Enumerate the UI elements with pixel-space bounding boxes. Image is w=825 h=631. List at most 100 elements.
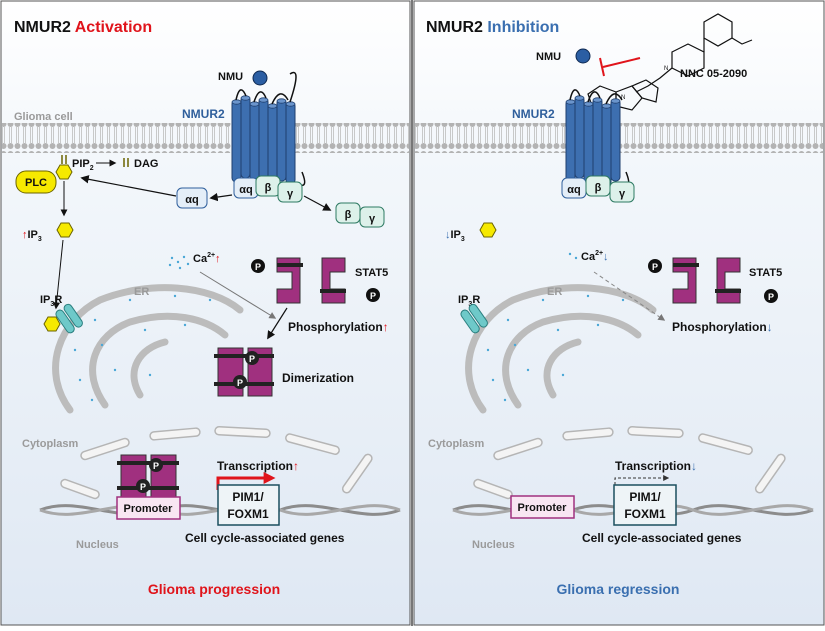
svg-text:β: β	[345, 209, 352, 221]
svg-text:P: P	[140, 482, 146, 492]
ip3r-label-right: IP3R	[458, 294, 480, 308]
ip3-bound-hexagon	[43, 316, 61, 332]
stat5-monomer-right-a	[672, 257, 699, 304]
phosphorylation-label-right: Phosphorylation↓	[672, 320, 773, 334]
arrow-ca-right	[593, 271, 666, 321]
svg-text:γ: γ	[287, 188, 294, 200]
phosphate-left-2-label: P	[370, 291, 376, 301]
er-calcium-dots-right	[486, 294, 625, 402]
er-right	[465, 284, 657, 414]
ip3r-channel-left	[55, 303, 83, 334]
gene-box-right	[613, 484, 677, 526]
dimerization-label: Dimerization	[282, 371, 354, 385]
svg-text:P: P	[153, 461, 159, 471]
nmu-ligand-right	[575, 48, 591, 64]
g-protein-complex-left: αq β γ	[233, 175, 303, 203]
stat5-dimer-on-dna: P P	[117, 454, 179, 501]
ip3-label-right: ↓IP3	[445, 229, 465, 243]
inhibition-bar	[599, 57, 605, 77]
svg-text:β: β	[265, 182, 272, 194]
arrow-bg-release	[303, 195, 332, 211]
gene-line1-left: PIM1/	[232, 490, 264, 504]
phosphorylation-label-left: Phosphorylation↑	[288, 320, 389, 334]
calcium-dots-right	[568, 252, 578, 260]
g-protein-complex-right: αq β γ	[561, 175, 635, 203]
nmu-label-right: NMU	[536, 51, 561, 63]
nucleus-label-right: Nucleus	[472, 539, 515, 551]
er-label-left: ER	[134, 286, 149, 298]
arrow-aq-release	[209, 192, 233, 202]
gene-box-left	[217, 484, 280, 526]
promoter-label-right: Promoter	[518, 502, 568, 514]
nnc-n-atom-2: N	[621, 95, 625, 101]
arrow-ip3-to-receptor	[53, 239, 64, 310]
phosphate-right-1	[648, 259, 662, 273]
dag-label: DAG	[134, 158, 158, 170]
svg-text:P: P	[237, 378, 243, 388]
ca-label-left: Ca2+↑	[193, 252, 221, 265]
stat5-label-right: STAT5	[749, 267, 782, 279]
stat5-dimer-left: P P	[214, 347, 274, 397]
ca-label-right: Ca2+↓	[581, 250, 609, 263]
inhibition-line	[602, 57, 641, 68]
nuclear-envelope-left	[60, 426, 373, 500]
svg-text:αq: αq	[567, 184, 580, 196]
arrow-aq-to-plc	[80, 175, 177, 197]
outcome-right: Glioma regression	[557, 581, 680, 597]
cytoplasm-label-right: Cytoplasm	[428, 438, 484, 450]
genes-label-right: Cell cycle-associated genes	[582, 531, 742, 545]
phosphate-left-1	[251, 259, 265, 273]
calcium-dots-left	[168, 255, 190, 270]
promoter-box-right	[510, 495, 575, 519]
er-label-right: ER	[547, 286, 562, 298]
nmu-ligand-left	[252, 70, 268, 86]
nnc-n-atom: N	[664, 66, 668, 72]
svg-text:αq: αq	[239, 184, 252, 196]
phosphate-right-2-label: P	[768, 292, 774, 302]
phosphate-left-1-label: P	[255, 262, 261, 272]
ip3-hexagon-right	[479, 222, 497, 238]
ip3r-channel-right	[460, 303, 488, 334]
beta-gamma-free: β γ	[335, 202, 385, 228]
transcription-label-right: Transcription↓	[615, 459, 697, 473]
plc-enzyme: PLC	[15, 170, 57, 194]
phosphate-left-2	[366, 288, 380, 302]
er-calcium-dots-left	[73, 294, 212, 402]
svg-text:γ: γ	[619, 188, 626, 200]
nnc-label: NNC 05-2090	[680, 68, 747, 80]
pip2-label: PIP2	[72, 158, 94, 172]
ip3r-label-left: IP3R	[40, 294, 62, 308]
ip3-hexagon-left	[56, 222, 74, 238]
arrow-ca-to-stat5	[199, 271, 277, 319]
svg-text:P: P	[249, 354, 255, 364]
left-title: NMUR2 Activation	[14, 19, 152, 36]
svg-text:β: β	[595, 182, 602, 194]
membrane-left	[2, 123, 409, 153]
svg-text:αq: αq	[185, 194, 198, 206]
stat5-label-left: STAT5	[355, 267, 388, 279]
stat5-monomer-right-b	[715, 257, 741, 304]
glioma-cell-label: Glioma cell	[14, 111, 73, 123]
transcription-label-left: Transcription↑	[217, 459, 299, 473]
gene-line2-right: FOXM1	[624, 507, 666, 521]
nucleus-label-left: Nucleus	[76, 539, 119, 551]
phosphate-right-1-label: P	[652, 262, 658, 272]
ip3-label-left: ↑IP3	[22, 229, 42, 243]
phosphate-right-2	[764, 289, 778, 303]
stat5-monomer-left-a	[276, 257, 303, 304]
alpha-q-free: αq	[176, 187, 208, 209]
er-left	[52, 284, 244, 414]
nuclear-envelope-right	[473, 426, 786, 500]
gene-line1-right: PIM1/	[629, 490, 661, 504]
cytoplasm-label-left: Cytoplasm	[22, 438, 78, 450]
arrow-to-dimer	[267, 307, 288, 340]
nmur2-label-left: NMUR2	[182, 107, 225, 121]
gene-line2-left: FOXM1	[227, 507, 269, 521]
nmur2-label-right: NMUR2	[512, 107, 555, 121]
promoter-label-left: Promoter	[124, 503, 174, 515]
svg-text:PLC: PLC	[25, 177, 47, 189]
pip2-hexagon	[55, 164, 73, 180]
transcription-arrow-right	[614, 475, 670, 490]
